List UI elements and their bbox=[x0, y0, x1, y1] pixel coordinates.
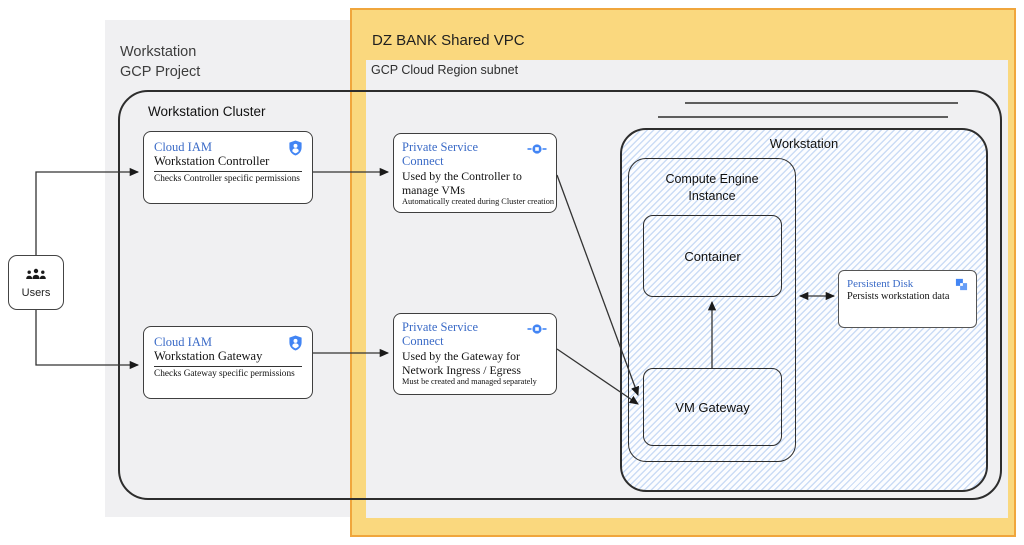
persistent-disk-node: Persistent Disk Persists workstation dat… bbox=[838, 270, 977, 328]
workstation-gcp-project-label: Workstation GCP Project bbox=[120, 44, 201, 81]
divider bbox=[154, 171, 302, 173]
users-group-icon bbox=[24, 267, 48, 285]
iam-shield-icon bbox=[288, 140, 303, 161]
iam-gateway-note: Checks Gateway specific permissions bbox=[154, 369, 295, 380]
psc-gateway-desc: Used by the Gateway for Network Ingress … bbox=[402, 349, 521, 377]
cloud-region-subnet-label: GCP Cloud Region subnet bbox=[371, 63, 519, 77]
container-node: Container bbox=[643, 215, 782, 297]
iam-controller-product: Cloud IAM bbox=[154, 140, 212, 154]
vm-gateway-label: VM Gateway bbox=[675, 399, 750, 415]
users-label: Users bbox=[21, 286, 51, 299]
iam-controller-title: Workstation Controller bbox=[154, 154, 270, 168]
psc-gateway-note: Must be created and managed separately bbox=[402, 377, 537, 387]
psc-controller-note: Automatically created during Cluster cre… bbox=[402, 197, 555, 207]
container-label: Container bbox=[684, 248, 741, 264]
persistent-disk-product: Persistent Disk bbox=[847, 278, 914, 290]
iam-controller-node: Cloud IAM Workstation Controller Checks … bbox=[143, 131, 313, 204]
users-node: Users bbox=[8, 255, 64, 310]
psc-controller-product: Private Service Connect bbox=[402, 140, 479, 168]
psc-icon bbox=[527, 142, 547, 160]
psc-controller-desc: Used by the Controller to manage VMs bbox=[402, 169, 522, 197]
shared-vpc-label: DZ BANK Shared VPC bbox=[372, 32, 525, 49]
workstation-cluster-boundary: Workstation Cluster bbox=[118, 90, 1002, 500]
compute-engine-instance-label: Compute Engine Instance bbox=[665, 172, 759, 203]
psc-controller-node: Private Service Connect Used by the Cont… bbox=[393, 133, 557, 213]
psc-gateway-node: Private Service Connect Used by the Gate… bbox=[393, 313, 557, 395]
persistent-disk-desc: Persists workstation data bbox=[847, 291, 950, 303]
persistent-disk-icon bbox=[955, 278, 968, 296]
psc-gateway-product: Private Service Connect bbox=[402, 320, 479, 348]
workstation-cluster-label: Workstation Cluster bbox=[148, 104, 266, 119]
vm-gateway-node: VM Gateway bbox=[643, 368, 782, 446]
iam-shield-icon bbox=[288, 335, 303, 356]
psc-icon bbox=[527, 322, 547, 340]
iam-controller-note: Checks Controller specific permissions bbox=[154, 174, 300, 185]
workstation-node-label: Workstation bbox=[769, 136, 839, 151]
iam-gateway-product: Cloud IAM bbox=[154, 335, 212, 349]
iam-gateway-node: Cloud IAM Workstation Gateway Checks Gat… bbox=[143, 326, 313, 399]
iam-gateway-title: Workstation Gateway bbox=[154, 349, 263, 363]
divider bbox=[154, 366, 302, 368]
